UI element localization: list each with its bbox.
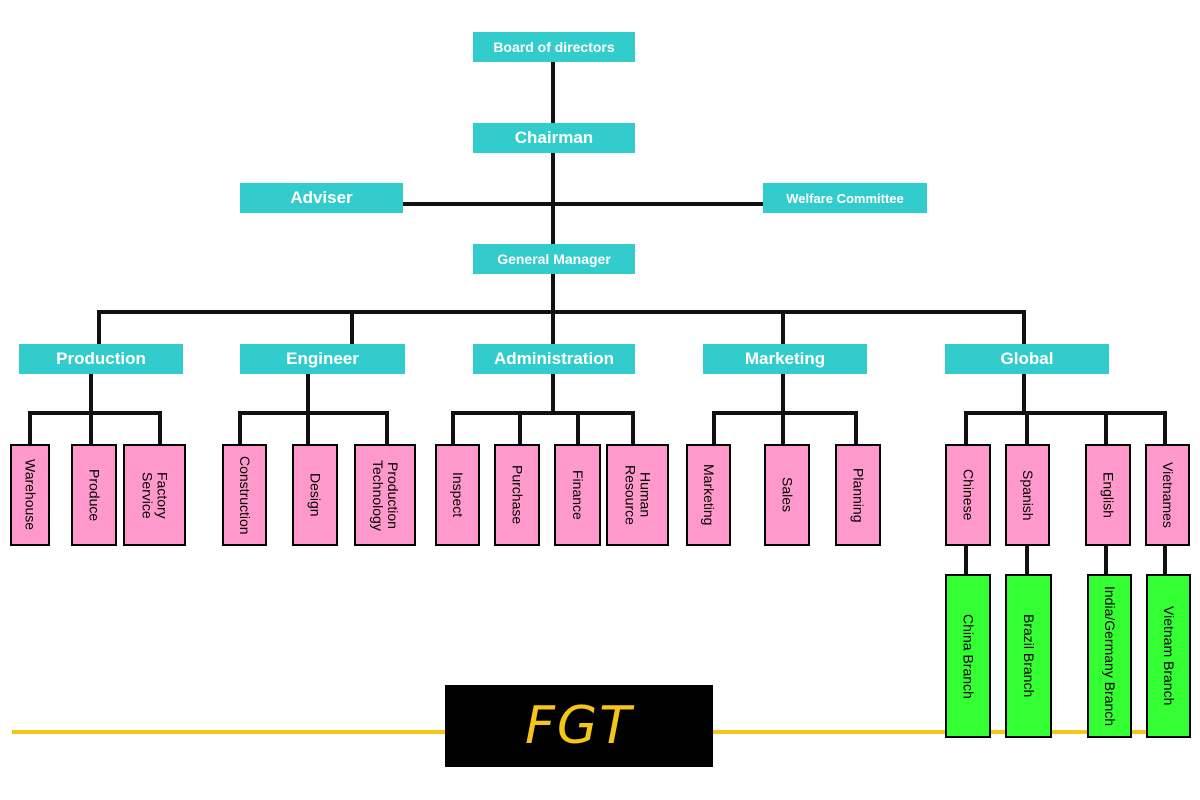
connector-line <box>518 411 522 445</box>
branch-label: Brazil Branch <box>1021 614 1037 698</box>
connector-line <box>781 411 785 445</box>
logo-text: FGT <box>525 696 633 756</box>
connector-line <box>551 62 555 312</box>
board-node: Board of directors <box>473 32 635 62</box>
branch-box: Brazil Branch <box>1005 574 1052 738</box>
unit-label: Sales <box>779 477 796 513</box>
connector-line <box>89 411 93 445</box>
connector-line <box>964 545 968 575</box>
chairman-node: Chairman <box>473 123 635 153</box>
dept-engineer: Engineer <box>240 344 405 374</box>
branch-box: China Branch <box>945 574 991 738</box>
unit-box: Finance <box>554 444 601 546</box>
unit-label: Purchase <box>509 465 526 525</box>
adviser-node: Adviser <box>240 183 403 213</box>
unit-label: Finance <box>570 470 586 520</box>
unit-box: Human Resource <box>606 444 669 546</box>
connector-line <box>712 411 716 445</box>
branch-box: India/Germany Branch <box>1087 574 1132 738</box>
unit-box: Warehouse <box>10 444 50 546</box>
connector-line <box>576 411 580 445</box>
unit-label: Inspect <box>450 472 466 518</box>
connector-line <box>385 411 389 445</box>
branch-label: India/Germany Branch <box>1102 585 1118 727</box>
dept-administration: Administration <box>473 344 635 374</box>
connector-line <box>403 202 763 206</box>
connector-line <box>158 411 162 445</box>
connector-line <box>97 312 101 344</box>
general-manager-node: General Manager <box>473 244 635 274</box>
unit-box: Marketing <box>686 444 731 546</box>
connector-line <box>350 312 354 344</box>
connector-line <box>1104 411 1108 445</box>
connector-line <box>28 411 162 415</box>
connector-line <box>451 411 635 415</box>
connector-line <box>712 411 858 415</box>
connector-line <box>89 374 93 414</box>
unit-label: Spanish <box>1020 469 1036 521</box>
unit-label: Production Technology <box>370 459 401 531</box>
unit-box: Vietnames <box>1145 444 1190 546</box>
branch-label: Vietnam Branch <box>1161 606 1177 706</box>
connector-line <box>238 411 389 415</box>
welfare-committee-node: Welfare Committee <box>763 183 927 213</box>
connector-line <box>781 312 785 344</box>
unit-box: Sales <box>764 444 810 546</box>
unit-label: Produce <box>86 468 103 522</box>
connector-line <box>306 411 310 445</box>
unit-label: Planning <box>850 467 867 523</box>
unit-box: Production Technology <box>354 444 416 546</box>
connector-line <box>854 411 858 445</box>
unit-label: Design <box>307 473 324 517</box>
connector-line <box>1163 545 1167 575</box>
connector-line <box>1022 312 1026 344</box>
unit-box: Design <box>292 444 338 546</box>
fgt-logo: FGT <box>445 685 713 767</box>
dept-global: Global <box>945 344 1109 374</box>
connector-line <box>238 411 242 445</box>
connector-line <box>781 374 785 414</box>
unit-box: Chinese <box>945 444 991 546</box>
unit-box: Construction <box>222 444 267 546</box>
unit-label: Warehouse <box>22 459 39 531</box>
unit-label: Human Resource <box>622 465 654 525</box>
connector-line <box>551 312 555 344</box>
unit-box: English <box>1085 444 1131 546</box>
unit-label: Chinese <box>960 469 977 521</box>
unit-box: Spanish <box>1005 444 1050 546</box>
branch-box: Vietnam Branch <box>1146 574 1191 738</box>
unit-box: Purchase <box>494 444 540 546</box>
connector-line <box>631 411 635 445</box>
connector-line <box>451 411 455 445</box>
unit-label: Factory Service <box>139 471 171 519</box>
connector-line <box>1163 411 1167 445</box>
connector-line <box>28 411 32 445</box>
branch-label: China Branch <box>960 613 977 699</box>
unit-label: English <box>1100 472 1117 518</box>
unit-label: Vietnames <box>1160 462 1176 528</box>
connector-line <box>964 411 968 445</box>
connector-line <box>97 310 1026 314</box>
connector-line <box>1104 545 1108 575</box>
connector-line <box>1025 545 1029 575</box>
connector-line <box>964 411 1167 415</box>
unit-label: Construction <box>237 455 253 535</box>
dept-production: Production <box>19 344 183 374</box>
dept-marketing: Marketing <box>703 344 867 374</box>
unit-box: Inspect <box>435 444 480 546</box>
connector-line <box>551 374 555 414</box>
unit-box: Produce <box>71 444 117 546</box>
connector-line <box>1022 374 1026 414</box>
connector-line <box>1025 411 1029 445</box>
unit-box: Planning <box>835 444 881 546</box>
unit-box: Factory Service <box>123 444 186 546</box>
connector-line <box>306 374 310 414</box>
unit-label: Marketing <box>701 464 717 526</box>
